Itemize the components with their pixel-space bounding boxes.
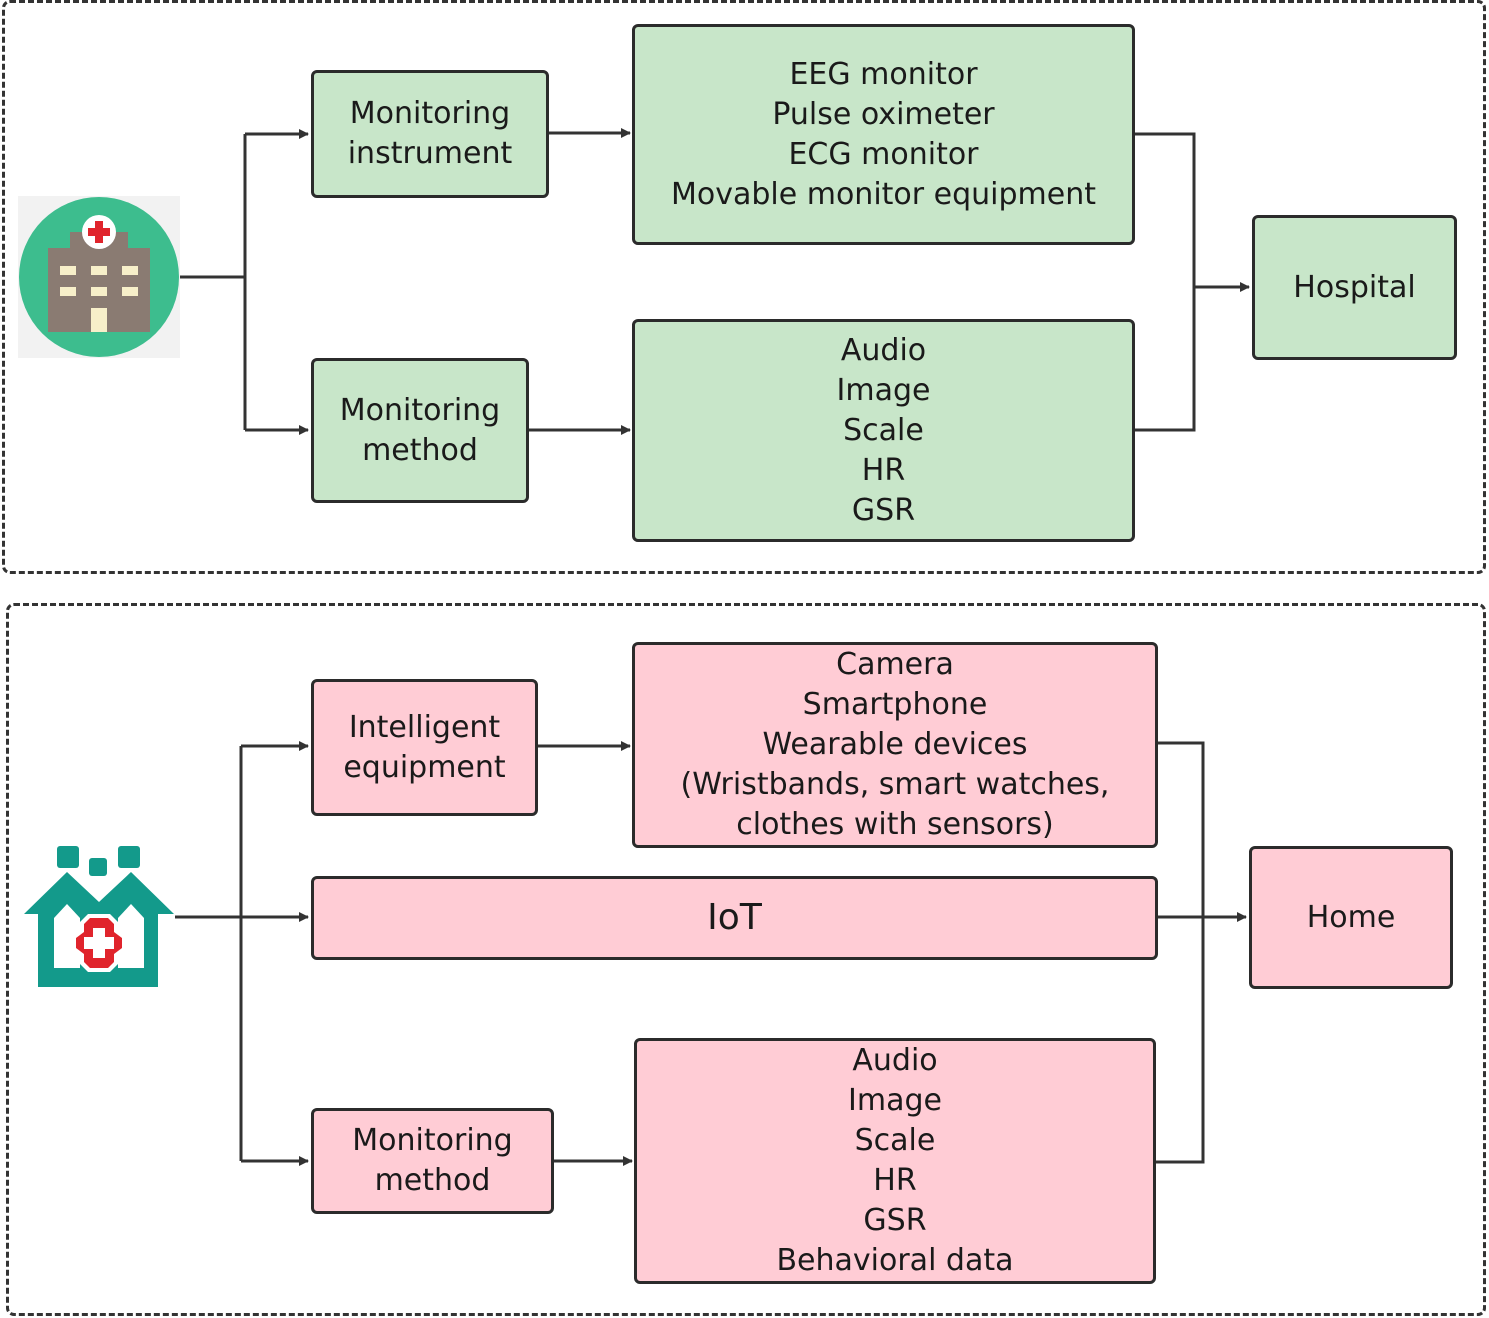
instruments-list-box: EEG monitor Pulse oximeter ECG monitor M… [632, 24, 1135, 245]
method-gsr: GSR [851, 492, 916, 528]
home-monitoring-method-box: Monitoring method [311, 1108, 554, 1214]
home-destination-box: Home [1249, 846, 1453, 989]
instrument-pulse-oximeter: Pulse oximeter [772, 96, 995, 132]
iot-box: IoT [311, 876, 1158, 960]
device-smartphone: Smartphone [802, 687, 988, 722]
home-method-hr: HR [873, 1163, 917, 1198]
hospital-destination-box: Hospital [1252, 215, 1457, 360]
intelligent-equipment-box: Intelligent equipment [311, 679, 538, 816]
device-camera: Camera [836, 647, 954, 682]
method-image: Image [836, 372, 931, 408]
home-care-house-icon [24, 846, 174, 987]
instrument-eeg: EEG monitor [789, 56, 978, 92]
method-hr: HR [861, 452, 906, 488]
iot-label: IoT [707, 897, 762, 938]
monitoring-instrument-line-1: Monitoring [349, 96, 511, 131]
home-methods-list-box: Audio Image Scale HR GSR Behavioral data [634, 1038, 1156, 1284]
home-method-scale: Scale [854, 1123, 936, 1158]
hospital-building-icon [18, 196, 180, 358]
instrument-movable: Movable monitor equipment [670, 176, 1096, 212]
home-label: Home [1306, 899, 1396, 935]
hospital-method-line-2: method [362, 432, 478, 468]
device-wearable: Wearable devices [762, 727, 1028, 762]
monitoring-instrument-box: Monitoring instrument [311, 70, 549, 198]
monitoring-instrument-line-2: instrument [347, 136, 513, 171]
intelligent-equipment-line-2: equipment [343, 749, 506, 785]
method-audio: Audio [840, 332, 927, 368]
home-method-line-1: Monitoring [352, 1123, 513, 1158]
hospital-label: Hospital [1293, 269, 1416, 305]
method-scale: Scale [843, 412, 924, 448]
home-panel [6, 603, 1486, 1316]
device-wearable-detail-1: (Wristbands, smart watches, [680, 767, 1110, 802]
device-wearable-detail-2: clothes with sensors) [736, 807, 1054, 842]
instrument-ecg: ECG monitor [788, 136, 979, 172]
intelligent-equipment-line-1: Intelligent [348, 709, 501, 745]
home-method-image: Image [848, 1083, 942, 1118]
hospital-methods-list-box: Audio Image Scale HR GSR [632, 319, 1135, 542]
home-method-audio: Audio [852, 1043, 938, 1078]
hospital-method-line-1: Monitoring [339, 392, 501, 428]
hospital-panel [2, 0, 1486, 574]
home-method-behavioral: Behavioral data [776, 1243, 1014, 1278]
devices-list-box: Camera Smartphone Wearable devices (Wris… [632, 642, 1158, 848]
home-method-gsr: GSR [863, 1203, 927, 1238]
hospital-monitoring-method-box: Monitoring method [311, 358, 529, 503]
home-method-line-2: method [374, 1163, 491, 1198]
